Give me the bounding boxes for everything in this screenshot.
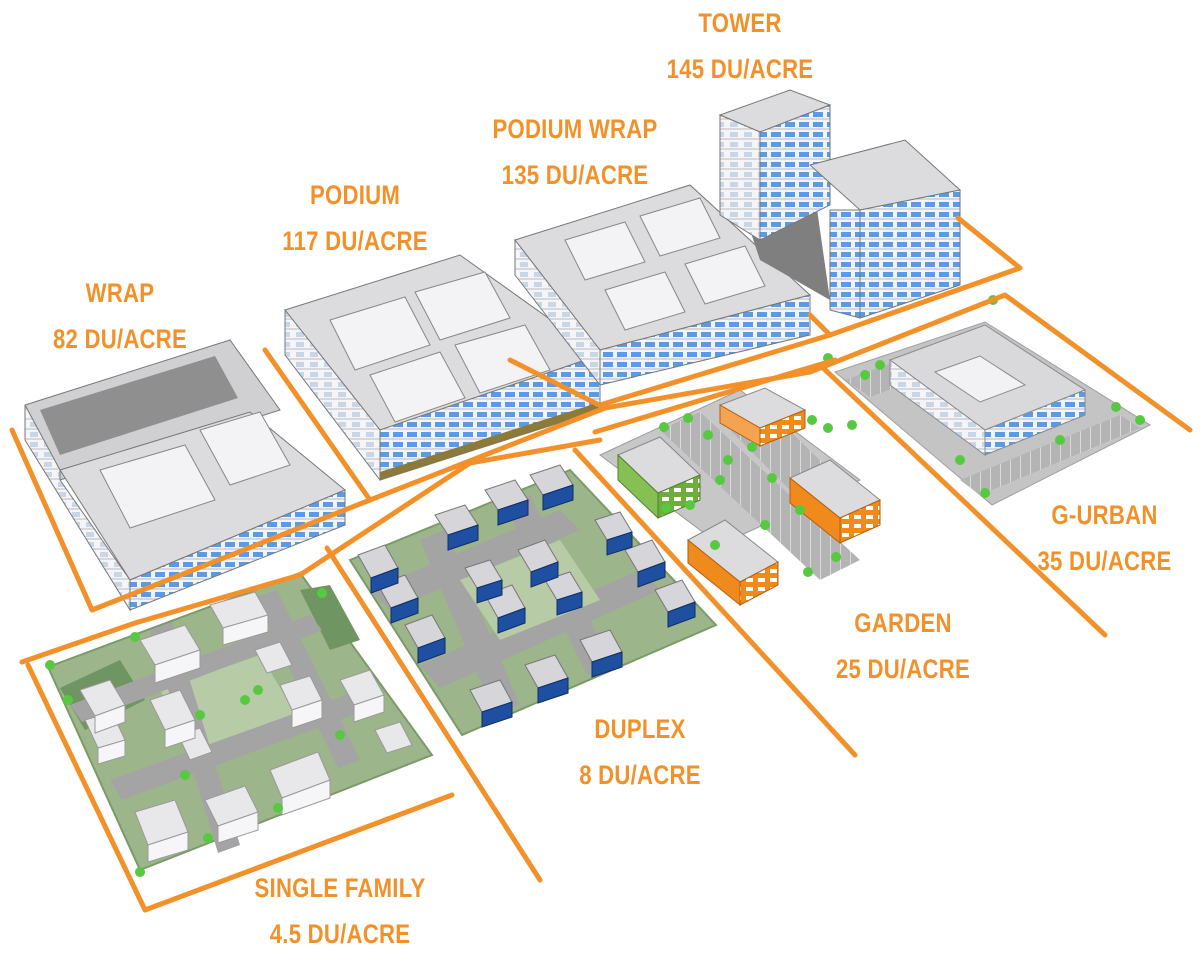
label-wrap-name: WRAP <box>85 278 155 308</box>
label-tower-name: TOWER <box>698 8 782 38</box>
label-podium-density: 117 DU/ACRE <box>282 226 428 256</box>
label-garden-name: GARDEN <box>854 608 952 638</box>
tower-building <box>718 89 962 319</box>
label-g-urban: G-URBAN 35 DU/ACRE <box>1029 492 1181 584</box>
label-podium-name: PODIUM <box>309 180 401 210</box>
district-boundaries <box>9 215 1193 913</box>
label-podium-wrap: PODIUM WRAP 135 DU/ACRE <box>481 106 670 198</box>
label-wrap-density: 82 DU/ACRE <box>52 324 188 354</box>
label-podium: PODIUM 117 DU/ACRE <box>269 172 441 264</box>
label-single-family-name: SINGLE FAMILY <box>254 873 426 903</box>
podium-wrap-building <box>514 184 812 387</box>
label-podium-wrap-name: PODIUM WRAP <box>492 114 658 144</box>
label-wrap: WRAP 82 DU/ACRE <box>38 270 202 362</box>
label-tower-density: 145 DU/ACRE <box>666 54 814 84</box>
label-duplex: DUPLEX 8 DU/ACRE <box>562 706 718 798</box>
label-g-urban-name: G-URBAN <box>1051 500 1158 530</box>
label-duplex-density: 8 DU/ACRE <box>579 760 701 790</box>
duplex-houses <box>357 464 696 728</box>
label-single-family: SINGLE FAMILY 4.5 DU/ACRE <box>242 865 439 957</box>
podium-building <box>284 254 602 482</box>
g-urban-building <box>888 324 1087 456</box>
garden-buildings <box>617 387 881 607</box>
label-garden-density: 25 DU/ACRE <box>835 654 971 684</box>
label-tower: TOWER 145 DU/ACRE <box>658 0 822 92</box>
label-g-urban-density: 35 DU/ACRE <box>1037 546 1172 576</box>
label-garden: GARDEN 25 DU/ACRE <box>825 600 981 692</box>
label-podium-wrap-density: 135 DU/ACRE <box>501 160 649 190</box>
single-family-houses <box>79 591 413 863</box>
label-single-family-density: 4.5 DU/ACRE <box>269 919 411 949</box>
label-duplex-name: DUPLEX <box>594 714 686 744</box>
trees <box>45 295 1145 877</box>
